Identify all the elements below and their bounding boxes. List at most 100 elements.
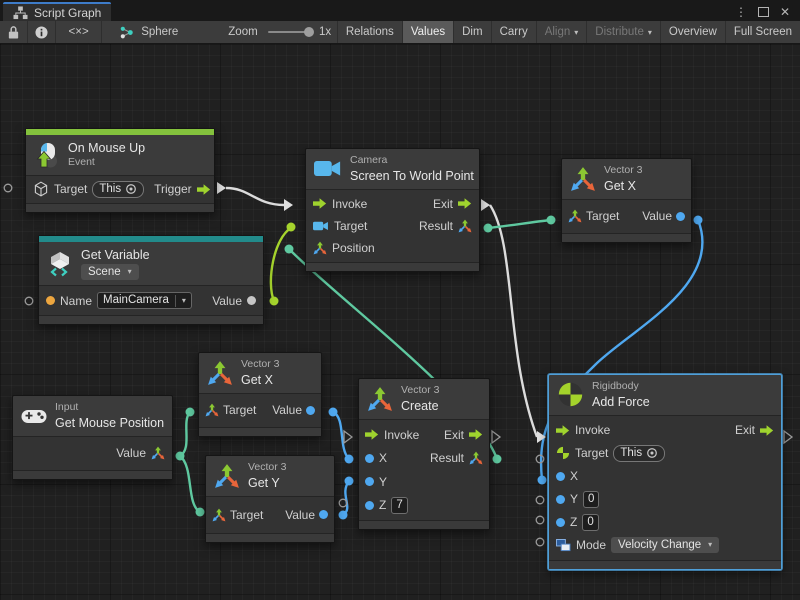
node-get-mouse-position[interactable]: Input Get Mouse Position Value xyxy=(12,395,173,480)
node-vector3-get-x[interactable]: Vector 3 Get X Target Value xyxy=(198,352,322,437)
y-port[interactable] xyxy=(365,477,374,486)
zoom-label: Zoom xyxy=(222,26,263,38)
maximize-icon[interactable] xyxy=(758,7,769,17)
z-value-field[interactable]: 7 xyxy=(391,497,407,514)
value-port[interactable] xyxy=(247,296,256,305)
breadcrumb[interactable]: Sphere xyxy=(116,21,182,43)
close-icon[interactable]: ✕ xyxy=(780,6,790,18)
lock-button[interactable] xyxy=(0,21,28,43)
node-rigidbody-add-force[interactable]: Rigidbody Add Force Invoke Exit Target T… xyxy=(548,374,782,570)
name-port[interactable] xyxy=(46,296,55,305)
x-port[interactable] xyxy=(365,454,374,463)
exec-arrow-icon[interactable] xyxy=(313,198,327,209)
z-port[interactable] xyxy=(365,501,374,510)
camera-icon xyxy=(314,158,342,179)
node-vector3-create[interactable]: Vector 3 Create Invoke Exit X Result Y Z… xyxy=(358,378,490,530)
target-this-field[interactable]: This xyxy=(92,181,144,198)
target-port-label: Target xyxy=(230,508,263,522)
exec-arrow-icon[interactable] xyxy=(556,425,570,436)
self-target-icon xyxy=(125,183,137,195)
value-port[interactable] xyxy=(319,510,328,519)
info-icon xyxy=(35,26,48,39)
variable-icon xyxy=(47,251,73,277)
target-this-field[interactable]: This xyxy=(613,445,665,462)
y-port[interactable] xyxy=(556,495,565,504)
vector3-icon xyxy=(207,360,233,386)
vector3-icon xyxy=(570,166,596,192)
vector3-icon[interactable] xyxy=(313,241,327,255)
zoom-slider-handle[interactable] xyxy=(304,27,314,37)
node-category: Rigidbody xyxy=(592,380,650,394)
node-title: On Mouse Up xyxy=(68,140,145,156)
code-glyph: <×> xyxy=(69,26,89,38)
distribute-button[interactable]: Distribute▾ xyxy=(587,21,661,43)
result-port-label: Result xyxy=(430,451,464,465)
force-mode-enum-icon xyxy=(556,539,571,552)
node-on-mouse-up[interactable]: On Mouse Up Event Target This Trigger xyxy=(25,128,215,213)
chevron-down-icon: ▾ xyxy=(708,538,712,552)
value-port-label: Value xyxy=(272,403,302,417)
exec-arrow-icon[interactable] xyxy=(365,429,379,440)
inspect-button[interactable] xyxy=(28,21,56,43)
node-title: Create xyxy=(401,398,440,414)
values-button[interactable]: Values xyxy=(403,21,454,43)
overview-button[interactable]: Overview xyxy=(661,21,726,43)
script-graph-tab-icon xyxy=(13,6,28,20)
vector3-icon[interactable] xyxy=(212,508,226,522)
node-title: Get Mouse Position xyxy=(55,415,164,431)
value-port[interactable] xyxy=(306,406,315,415)
value-port[interactable] xyxy=(676,212,685,221)
align-button[interactable]: Align▾ xyxy=(537,21,588,43)
vector3-icon[interactable] xyxy=(568,209,582,223)
node-vector3-get-x-top[interactable]: Vector 3 Get X Target Value xyxy=(561,158,692,243)
dim-button[interactable]: Dim xyxy=(454,21,491,43)
node-get-variable[interactable]: Get Variable Scene ▾ Name MainCamera ▾ V… xyxy=(38,235,264,325)
target-port-label: Target xyxy=(575,446,608,460)
node-category: Vector 3 xyxy=(241,358,280,372)
mode-port-label: Mode xyxy=(576,538,606,552)
variable-scope-dropdown[interactable]: Scene ▾ xyxy=(81,264,139,280)
target-port-label: Target xyxy=(334,219,367,233)
script-graph-asset-icon xyxy=(120,25,135,40)
camera-icon[interactable] xyxy=(313,220,329,232)
z-value-field[interactable]: 0 xyxy=(582,514,598,531)
vector3-icon[interactable] xyxy=(458,219,472,233)
x-port[interactable] xyxy=(556,472,565,481)
z-port[interactable] xyxy=(556,518,565,527)
node-category: Camera xyxy=(350,154,471,168)
mouse-event-icon xyxy=(34,142,60,168)
variable-name-dropdown[interactable]: MainCamera ▾ xyxy=(97,292,192,309)
vector3-icon[interactable] xyxy=(205,403,219,417)
gamepad-icon xyxy=(21,407,47,424)
exec-arrow-icon[interactable] xyxy=(469,429,483,440)
node-vector3-get-y[interactable]: Vector 3 Get Y Target Value xyxy=(205,455,335,543)
rigidbody-icon[interactable] xyxy=(556,446,570,460)
zoom-slider[interactable] xyxy=(268,31,309,33)
vector3-icon[interactable] xyxy=(469,451,483,465)
rigidbody-icon xyxy=(557,381,584,408)
exec-arrow-icon[interactable] xyxy=(197,184,211,195)
self-target-icon xyxy=(646,447,658,459)
y-port-label: Y xyxy=(379,475,387,489)
node-screen-to-world-point[interactable]: Camera Screen To World Point Invoke Exit… xyxy=(305,148,480,272)
tab-script-graph[interactable]: Script Graph xyxy=(3,2,111,21)
exec-arrow-icon[interactable] xyxy=(458,198,472,209)
node-subtitle: Event xyxy=(68,156,145,170)
code-preview-button[interactable]: <×> xyxy=(56,21,102,43)
node-title: Get Y xyxy=(248,475,287,491)
breadcrumb-graph-name: Sphere xyxy=(141,26,178,38)
z-port-label: Z xyxy=(379,498,386,512)
y-value-field[interactable]: 0 xyxy=(583,491,599,508)
fullscreen-button[interactable]: Full Screen xyxy=(726,21,800,43)
invoke-port-label: Invoke xyxy=(384,428,419,442)
relations-button[interactable]: Relations xyxy=(338,21,403,43)
force-mode-dropdown[interactable]: Velocity Change ▾ xyxy=(611,537,719,553)
trigger-port-label: Trigger xyxy=(154,182,192,196)
node-category: Vector 3 xyxy=(401,384,440,398)
window-menu-icon[interactable]: ⋮ xyxy=(735,6,747,18)
vector3-icon[interactable] xyxy=(151,446,165,460)
carry-button[interactable]: Carry xyxy=(492,21,537,43)
zoom-value: 1x xyxy=(313,26,337,38)
exec-arrow-icon[interactable] xyxy=(760,425,774,436)
